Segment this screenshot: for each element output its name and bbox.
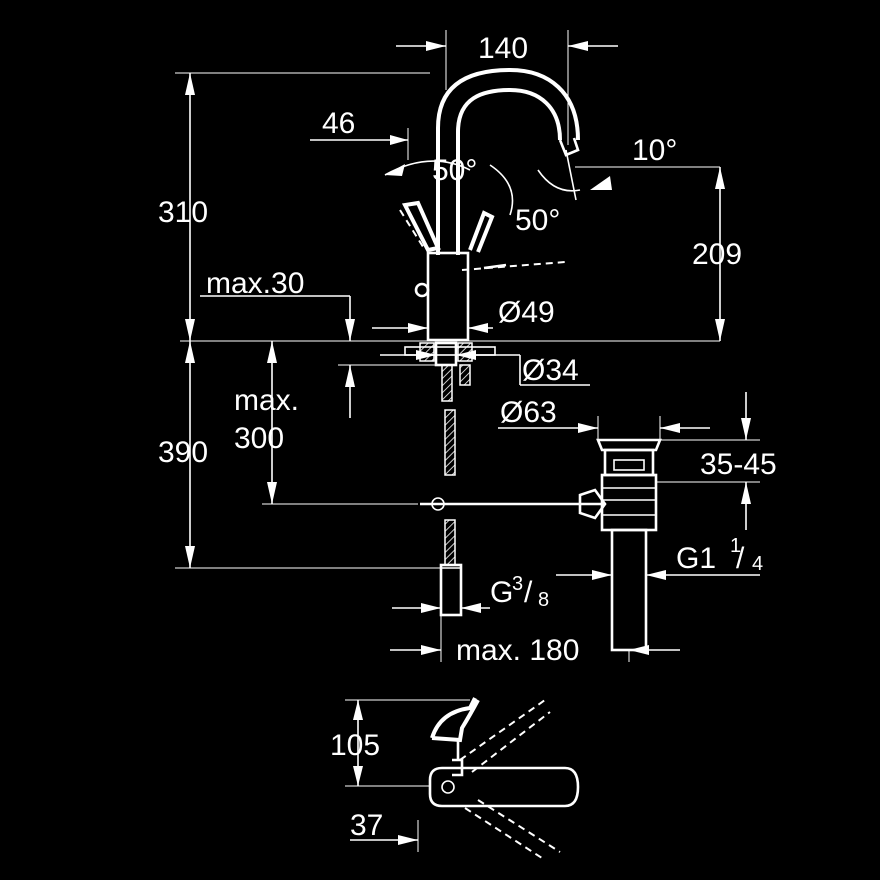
dimension-lines	[175, 30, 760, 662]
dim-max30: max.30	[206, 267, 304, 300]
dim-angle-left: 50°	[432, 154, 477, 187]
dim-diameter-49: Ø49	[498, 296, 555, 329]
dim-310: 310	[158, 196, 208, 229]
dim-g-thread: G	[490, 576, 513, 609]
dim-209: 209	[692, 238, 742, 271]
dim-g1-slash: /	[736, 542, 745, 575]
dim-g-numerator: 3	[512, 573, 523, 595]
dim-diameter-34: Ø34	[522, 354, 579, 387]
dim-35-45: 35-45	[700, 448, 777, 481]
dim-390: 390	[158, 436, 208, 469]
dimension-labels: 140 46 50° 50° 10° 310 209 max.30 Ø49 Ø3…	[158, 32, 777, 842]
dim-105: 105	[330, 729, 380, 762]
faucet-side-view	[180, 67, 720, 617]
dim-diameter-63: Ø63	[500, 396, 557, 429]
dim-angle-right: 50°	[515, 204, 560, 237]
dim-max180: max. 180	[456, 634, 579, 667]
drain-assembly	[578, 438, 662, 652]
faucet-top-view	[345, 697, 580, 861]
dim-g1-denominator: 4	[752, 553, 763, 575]
dim-37: 37	[350, 809, 383, 842]
dim-g-slash: /	[524, 576, 533, 609]
dim-46: 46	[322, 107, 355, 140]
dim-10-degree: 10°	[632, 134, 677, 167]
dim-g-denominator: 8	[538, 589, 549, 611]
dim-300: 300	[234, 422, 284, 455]
dim-g1-thread: G1	[676, 542, 716, 575]
dim-140: 140	[478, 32, 528, 65]
dim-max-label: max.	[234, 384, 299, 417]
dim-g1-numerator: 1	[730, 535, 741, 557]
